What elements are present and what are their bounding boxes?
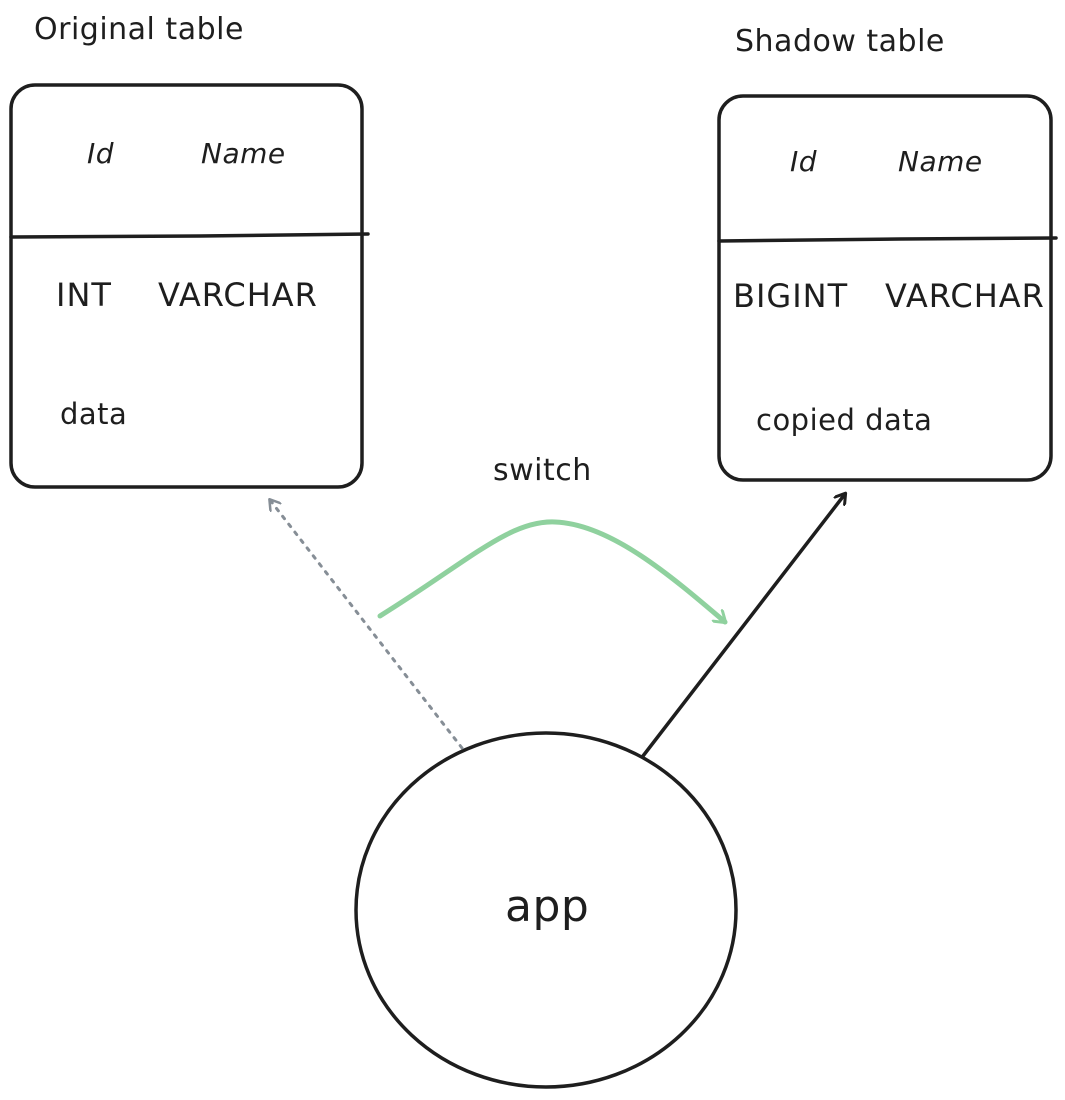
app-label: app — [505, 881, 590, 932]
shadow-content: copied data — [756, 403, 933, 437]
old-connection-arrow — [270, 500, 464, 750]
original-header-name: Name — [201, 137, 286, 170]
original-type-id: INT — [56, 276, 112, 314]
shadow-type-name: VARCHAR — [885, 277, 1045, 315]
original-table-divider — [9, 232, 370, 239]
original-type-name: VARCHAR — [158, 276, 318, 314]
app-node — [354, 731, 738, 1089]
shadow-table-title: Shadow table — [735, 24, 945, 59]
original-table-title: Original table — [34, 12, 244, 47]
original-table-box — [9, 83, 364, 489]
shadow-table-divider — [717, 236, 1058, 243]
shadow-table-box — [717, 94, 1053, 482]
switch-arrow — [377, 519, 728, 625]
switch-label: switch — [493, 453, 592, 488]
shadow-header-name: Name — [898, 145, 983, 178]
original-content: data — [60, 397, 128, 431]
shadow-type-id: BIGINT — [733, 277, 849, 315]
shadow-header-id: Id — [790, 145, 818, 178]
original-header-id: Id — [87, 137, 115, 170]
new-connection-arrow — [641, 494, 845, 758]
